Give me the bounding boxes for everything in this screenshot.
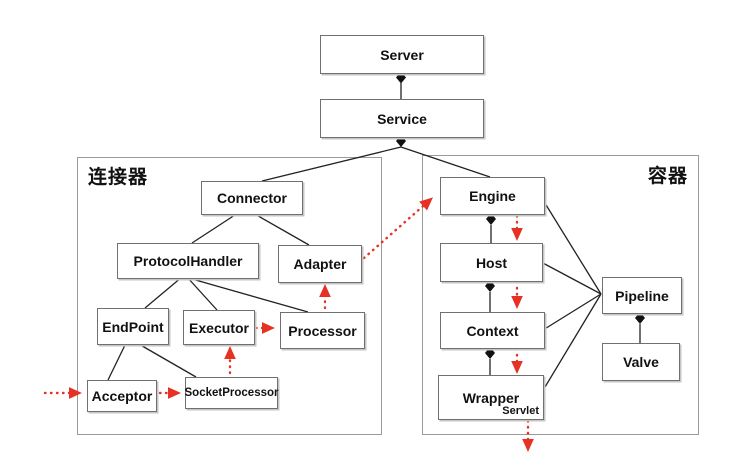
node-socket-processor: SocketProcessor	[185, 377, 278, 409]
association-lines	[107, 83, 641, 393]
connector-group-label: 连接器	[88, 167, 149, 188]
node-connector: Connector	[201, 181, 303, 215]
node-engine: Engine	[440, 177, 545, 215]
container-group-label: 容器	[648, 166, 689, 187]
node-processor: Processor	[280, 312, 365, 349]
node-wrapper: Wrapper Servlet	[438, 375, 544, 420]
node-adapter: Adapter	[278, 245, 362, 283]
node-pipeline: Pipeline	[602, 277, 682, 314]
servlet-label: Servlet	[502, 405, 539, 417]
node-server: Server	[320, 35, 484, 74]
node-context: Context	[440, 312, 545, 349]
request-flow-arrows	[43, 197, 534, 452]
node-protocol-handler: ProtocolHandler	[117, 243, 259, 279]
node-service: Service	[320, 99, 484, 138]
connector-group-box	[77, 157, 382, 435]
container-group-box	[422, 155, 699, 435]
node-endpoint: EndPoint	[97, 308, 169, 345]
node-valve: Valve	[602, 343, 680, 381]
wrapper-label: Wrapper	[462, 389, 520, 406]
node-host: Host	[440, 243, 543, 282]
node-executor: Executor	[183, 310, 255, 345]
composition-diamond-icons	[396, 71, 645, 359]
node-acceptor: Acceptor	[87, 380, 157, 412]
